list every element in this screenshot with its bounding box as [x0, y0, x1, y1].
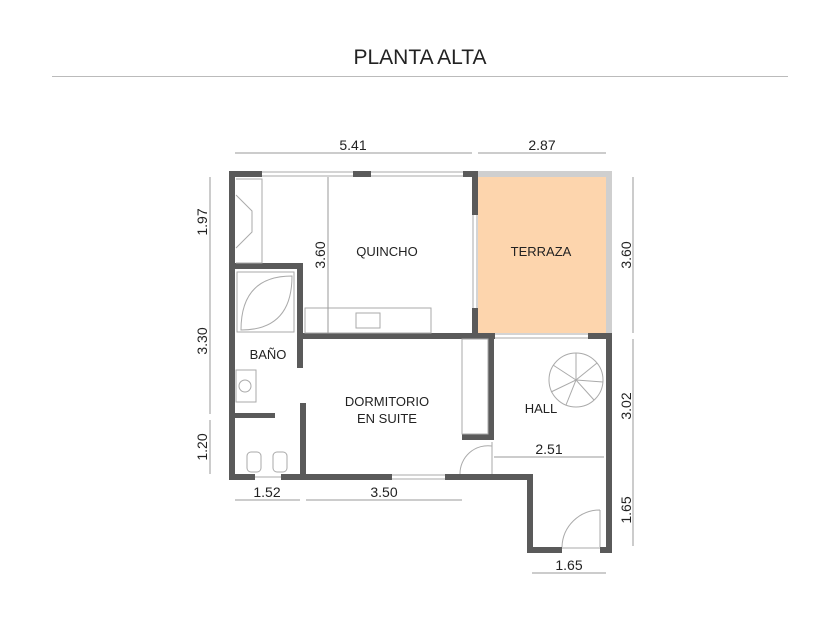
dim-left-3: 1.20 — [194, 433, 210, 460]
terrace-area — [478, 177, 606, 333]
dimension-lines — [209, 152, 634, 574]
dim-left-2: 3.30 — [194, 327, 210, 354]
bathtub-icon — [236, 271, 295, 333]
walls — [229, 171, 612, 553]
terrace-edge-right — [606, 171, 612, 333]
dim-quincho-height: 3.60 — [312, 241, 328, 268]
washbasin-icon — [235, 369, 257, 403]
dim-top-left: 5.41 — [339, 137, 366, 153]
fixtures — [235, 178, 604, 548]
dim-left-1: 1.97 — [194, 208, 210, 235]
room-label-quincho: QUINCHO — [356, 244, 417, 259]
dim-top-right: 2.87 — [528, 137, 555, 153]
door-swing-icon — [561, 509, 601, 548]
grill-icon — [235, 178, 263, 264]
dim-right-1: 3.60 — [618, 241, 634, 268]
room-label-en-suite: EN SUITE — [357, 411, 417, 426]
bidet-icon — [272, 451, 288, 473]
room-label-dormitorio: DORMITORIO — [345, 394, 429, 409]
closet — [461, 338, 489, 435]
dim-right-3: 1.65 — [618, 496, 634, 523]
title-divider — [52, 76, 788, 77]
toilet-icon — [246, 451, 262, 473]
door-swing-icon — [459, 442, 493, 475]
plan-title: PLANTA ALTA — [353, 46, 487, 69]
dim-bottom-3: 1.65 — [555, 557, 582, 573]
dim-bottom-2: 3.50 — [370, 484, 397, 500]
terrace-edge-top — [478, 171, 612, 177]
dim-right-2: 3.02 — [618, 392, 634, 419]
sink-icon — [355, 312, 381, 329]
room-label-terraza: TERRAZA — [511, 244, 572, 259]
spiral-stair-icon — [548, 352, 604, 408]
room-label-bano: BAÑO — [250, 347, 287, 362]
room-label-hall: HALL — [525, 401, 558, 416]
dim-bottom-1: 1.52 — [253, 484, 280, 500]
dim-hall-width: 2.51 — [535, 441, 562, 457]
counter — [304, 307, 432, 334]
